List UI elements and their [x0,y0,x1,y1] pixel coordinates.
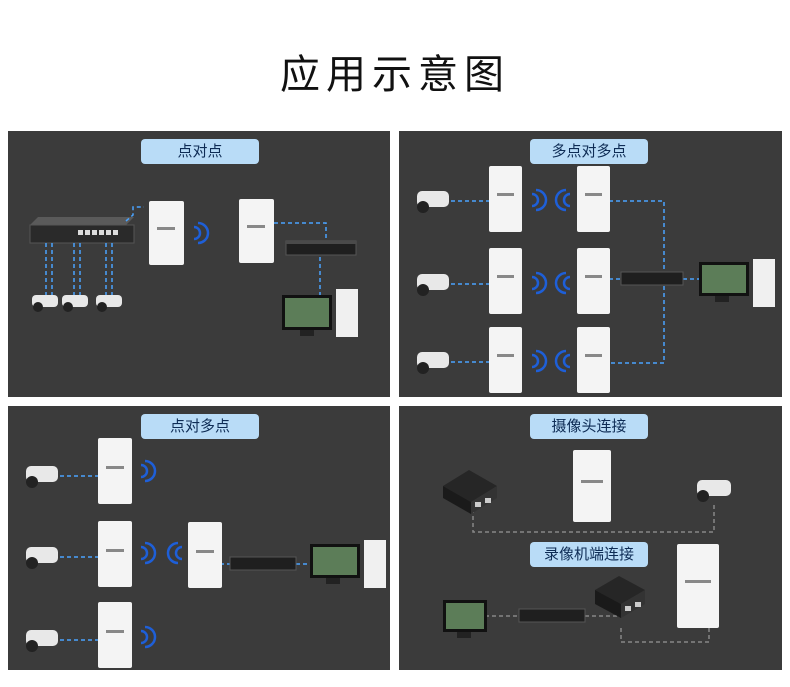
monitor-icon [310,544,360,584]
point-to-multipoint-diagram [26,438,386,668]
recorder-icon [229,556,297,571]
wifi-icon [193,221,210,245]
camera-icon [417,191,449,213]
wifi-icon [531,188,571,373]
panel-point-to-point: 点对点 [8,131,390,397]
pc-tower-icon [336,289,358,337]
camera-icon [417,352,449,374]
monitor-icon [699,262,749,302]
camera-icon [26,547,58,569]
pc-tower-icon [753,259,775,307]
panel-point-to-multipoint: 点对多点 [8,406,390,670]
cpe-device [98,602,132,668]
panel-connections: 摄像头连接 录像机端连接 [399,406,782,670]
cpe-device [577,166,610,232]
switch-links [45,206,144,299]
cpe-device [188,522,222,588]
panel-label: 点对点 [141,139,259,164]
page-title: 应用示意图 [280,52,510,98]
cpe-device [677,544,719,628]
multipoint-diagram [417,166,775,393]
camera-icon [417,274,449,296]
panel-label: 点对多点 [141,414,259,439]
panel-label-secondary: 录像机端连接 [530,542,648,567]
cpe-device [239,199,274,263]
cpe-device [149,201,184,265]
panel-multipoint-to-multipoint: 多点对多点 [399,131,782,397]
cpe-device [489,166,522,232]
network-switch [29,217,135,244]
poe-adapter-icon [443,470,497,514]
panel-label: 多点对多点 [530,139,648,164]
cpe-device [577,248,610,314]
recorder-icon [620,271,684,286]
cpe-device [98,438,132,504]
monitor-icon [282,295,332,336]
camera-icon [96,295,122,312]
camera-icon [26,630,58,652]
panel-label: 摄像头连接 [530,414,648,439]
recorder-icon [285,240,357,256]
cpe-device [573,450,611,522]
poe-adapter-icon [595,576,645,618]
monitor-icon [443,600,487,638]
pc-tower-icon [364,540,386,588]
cpe-device [489,248,522,314]
camera-icon [697,480,731,502]
cpe-device [98,521,132,587]
camera-icon [32,295,58,312]
camera-icon [62,295,88,312]
connection-diagram [443,450,731,643]
cpe-device [489,327,522,393]
camera-icon [26,466,58,488]
point-to-point-diagram [29,199,358,337]
cpe-device [577,327,610,393]
wifi-icon [140,459,183,649]
recorder-icon [518,608,586,623]
